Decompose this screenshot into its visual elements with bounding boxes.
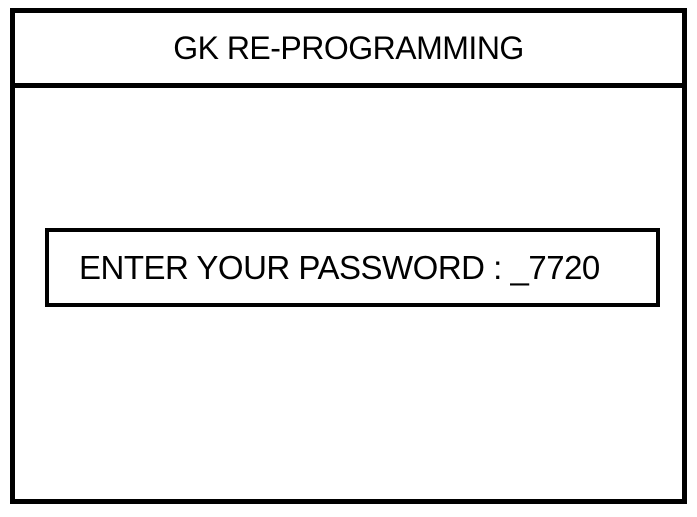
password-input-box[interactable]: ENTER YOUR PASSWORD : _7720 <box>45 228 660 307</box>
password-label: ENTER YOUR PASSWORD : <box>79 248 511 286</box>
page-title: GK RE-PROGRAMMING <box>173 29 524 66</box>
gk-reprogramming-window: GK RE-PROGRAMMING ENTER YOUR PASSWORD : … <box>10 8 687 504</box>
title-bar: GK RE-PROGRAMMING <box>15 13 682 88</box>
window-body: ENTER YOUR PASSWORD : _7720 <box>15 88 682 499</box>
password-value[interactable]: 7720 <box>528 248 600 286</box>
password-prompt-text: ENTER YOUR PASSWORD : _7720 <box>79 249 600 287</box>
password-cursor: _ <box>510 248 529 286</box>
